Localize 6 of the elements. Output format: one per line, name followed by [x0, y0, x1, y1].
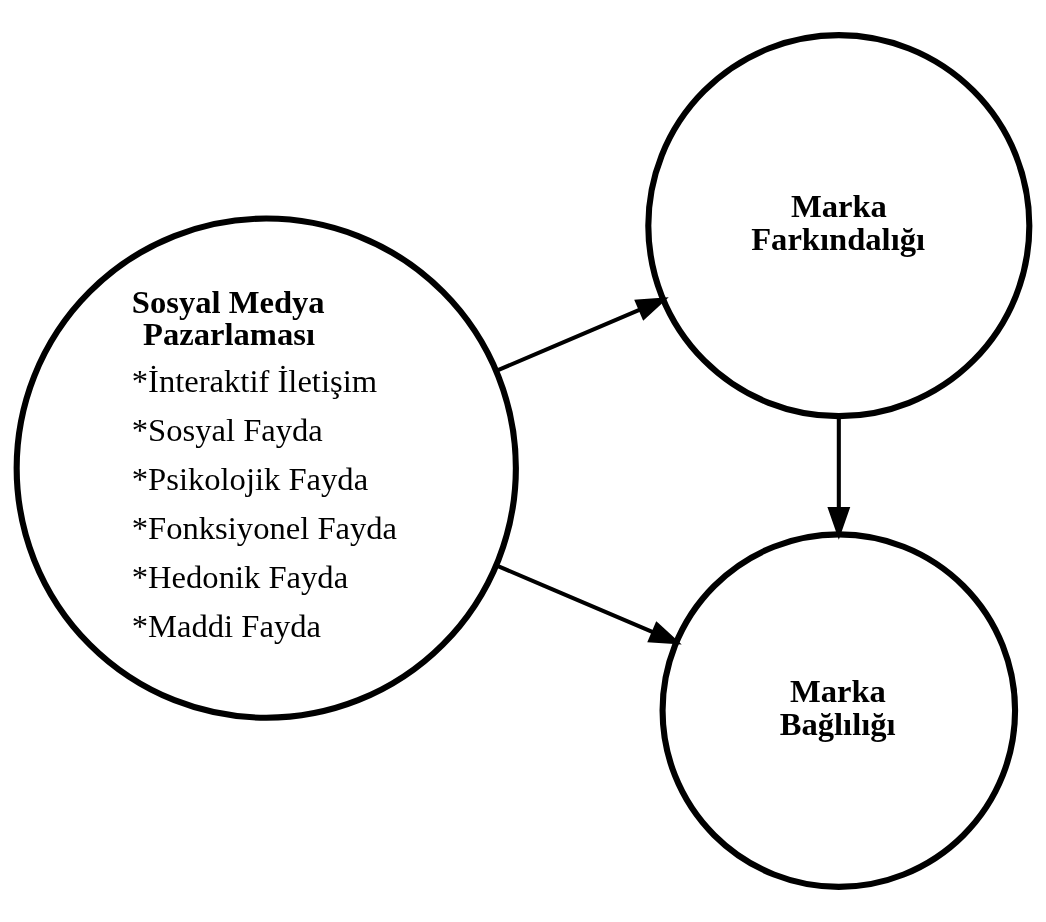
- arrow: [495, 297, 669, 373]
- node-circle: Sosyal Medya Pazarlaması *İnteraktif İletişim *Sosyal Fayda *Psikolojik Fayda *Fonksiyonel Fayda *Hedonik Fayda *Maddi Fayda: [13, 215, 519, 721]
- arrow: [495, 563, 682, 645]
- arrow: [827, 416, 851, 540]
- node-circle: Marka Farkındalığı: [645, 32, 1033, 420]
- node-circle: Marka Bağlılığı: [659, 531, 1019, 890]
